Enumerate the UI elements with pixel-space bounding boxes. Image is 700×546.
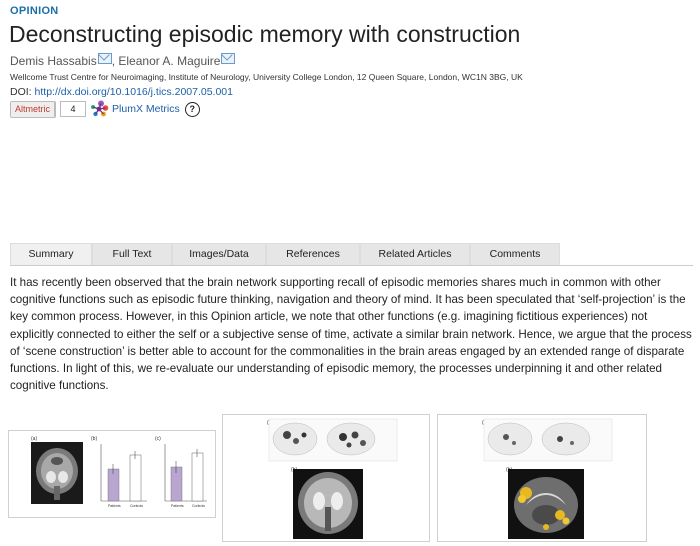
tab-summary[interactable]: Summary	[10, 243, 92, 265]
figure-3-graphic: (a) (b)	[482, 418, 613, 539]
figure-1-graphic: (a) (b) Patients Controls (c) Patients C…	[31, 436, 207, 508]
doi: DOI: http://dx.doi.org/10.1016/j.tics.20…	[10, 86, 233, 98]
article-tabs: Summary Full Text Images/Data References…	[10, 243, 693, 266]
figure-1-category-label: Controls	[130, 504, 143, 508]
figure-1-category-label: Patients	[108, 504, 121, 508]
section-label: OPINION	[10, 5, 59, 17]
figure-1-panel-label: (b)	[91, 436, 97, 442]
affiliation: Wellcome Trust Centre for Neuroimaging, …	[10, 72, 523, 82]
figure-1-panel-label: (a)	[31, 436, 37, 442]
plumx-icon[interactable]	[88, 100, 110, 118]
figure-2-graphic: (a) (b)	[267, 418, 398, 539]
author-link[interactable]: Eleanor A. Maguire	[118, 54, 221, 68]
tab-related-articles[interactable]: Related Articles	[360, 243, 470, 265]
figure-1-category-label: Controls	[192, 504, 205, 508]
tab-images-data[interactable]: Images/Data	[172, 243, 266, 265]
figure-thumbnail-2[interactable]: (a) (b)	[222, 414, 430, 542]
altmetric-badge[interactable]: Altmetric	[10, 100, 57, 118]
figure-thumbnail-3[interactable]: (a) (b)	[437, 414, 647, 542]
doi-link[interactable]: http://dx.doi.org/10.1016/j.tics.2007.05…	[34, 86, 233, 98]
altmetric-label: Altmetric	[11, 101, 56, 117]
doi-label: DOI:	[10, 86, 32, 98]
article-title: Deconstructing episodic memory with cons…	[9, 21, 521, 47]
abstract-text: It has recently been observed that the b…	[10, 276, 692, 393]
tab-comments[interactable]: Comments	[470, 243, 560, 265]
figure-thumbnail-1[interactable]: (a) (b) Patients Controls (c) Patients C…	[8, 430, 216, 518]
help-icon[interactable]: ?	[184, 101, 200, 117]
figure-1-category-label: Patients	[171, 504, 184, 508]
metrics-bar: Altmetric 4 PlumX Metrics ?	[10, 100, 200, 118]
tab-references[interactable]: References	[266, 243, 360, 265]
author-separator: ,	[111, 54, 116, 68]
email-icon[interactable]	[221, 53, 236, 64]
tab-full-text[interactable]: Full Text	[92, 243, 172, 265]
altmetric-score[interactable]: 4	[60, 101, 87, 117]
plumx-metrics-link[interactable]: PlumX Metrics	[112, 103, 180, 115]
author-link[interactable]: Demis Hassabis	[10, 54, 97, 68]
authors: Demis Hassabis, Eleanor A. Maguire	[10, 53, 236, 68]
email-icon[interactable]	[97, 53, 112, 64]
figure-1-panel-label: (c)	[155, 436, 161, 442]
